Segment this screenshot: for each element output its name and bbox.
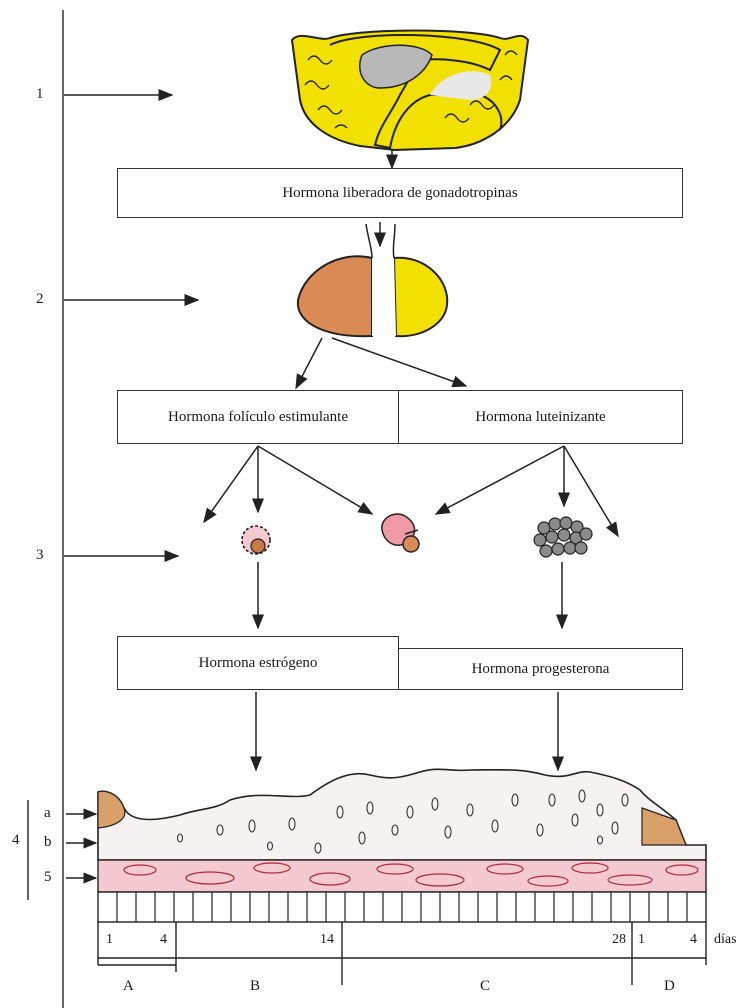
phase-a-label: A [123,978,134,995]
fsh-label: Hormona folículo estimulante [168,409,348,426]
estrogen-box: Hormona estrógeno [117,636,399,690]
gnrh-box: Hormona liberadora de gonadotropinas [117,168,683,218]
phase-d-label: D [664,978,675,995]
level-2-label: 2 [36,291,44,308]
lh-box: Hormona luteinizante [398,390,683,444]
gnrh-label: Hormona liberadora de gonadotropinas [282,185,517,202]
layer-b-label: b [44,834,52,851]
day-4-next-label: 4 [690,932,697,948]
pituitary-drawing [298,222,447,336]
hypothalamus-drawing [292,31,528,151]
day-28-label: 28 [612,932,626,948]
layer-5-label: 5 [44,869,52,886]
fsh-box: Hormona folículo estimulante [117,390,399,444]
day-1-next-label: 1 [638,932,645,948]
phase-b-label: B [250,978,260,995]
day-4-label: 4 [160,932,167,948]
progesterone-label: Hormona progesterona [472,661,610,678]
level-3-label: 3 [36,547,44,564]
layer-markers [28,800,96,900]
ovulating-follicle-drawing [382,514,419,552]
level-1-label: 1 [36,86,44,103]
progesterone-box: Hormona progesterona [398,648,683,690]
lh-label: Hormona luteinizante [475,409,605,426]
day-14-label: 14 [320,932,334,948]
endometrium-drawing [98,769,706,922]
layer-a-label: a [44,805,51,822]
phase-c-label: C [480,978,490,995]
corpus-luteum-drawing [534,517,592,557]
day-1-label: 1 [106,932,113,948]
follicle-drawing [242,526,270,554]
estrogen-label: Hormona estrógeno [199,655,318,672]
layer-4-label: 4 [12,832,20,849]
days-unit-label: días [714,932,737,948]
